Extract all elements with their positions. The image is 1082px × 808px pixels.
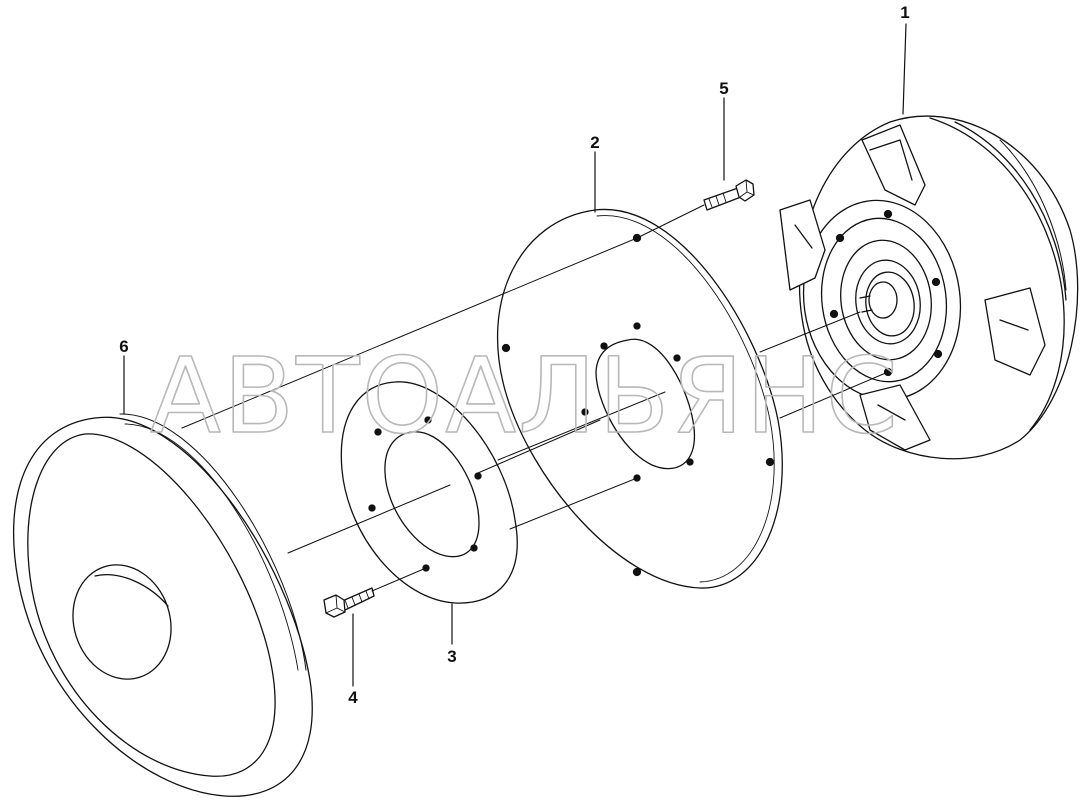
part-label-1: 1 (900, 3, 909, 22)
leader-lines (123, 23, 907, 687)
assembly-lines (181, 204, 889, 592)
reinforcement-plate (340, 381, 518, 604)
torque-converter (779, 115, 1079, 460)
flywheel-housing (12, 413, 313, 797)
flex-plate-bolt (323, 587, 375, 618)
part-label-6: 6 (119, 337, 128, 356)
part-labels: 1 2 3 4 5 6 (119, 3, 909, 707)
watermark-text: АВТОАЛЬЯНС (150, 335, 900, 457)
converter-bolt (703, 179, 755, 211)
part-label-3: 3 (447, 647, 456, 666)
part-label-2: 2 (590, 133, 599, 152)
flex-plate (497, 208, 783, 589)
part-label-4: 4 (348, 688, 358, 707)
part-label-5: 5 (719, 79, 728, 98)
